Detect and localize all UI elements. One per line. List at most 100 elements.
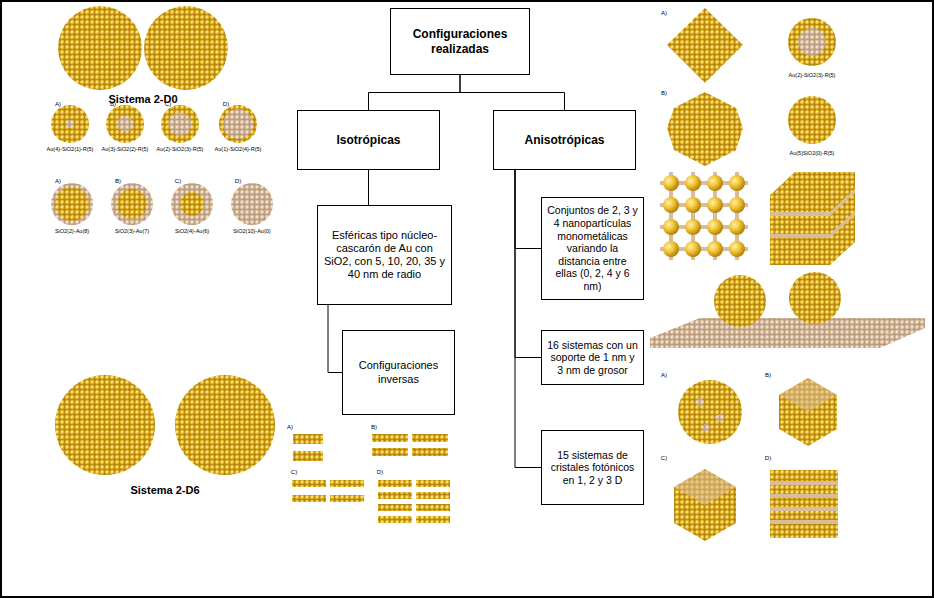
connector: [369, 75, 461, 110]
gold-cluster: [678, 380, 742, 444]
figure-label: D): [223, 101, 229, 108]
silica-core: [117, 116, 133, 132]
box-text: Anisotrópicas: [524, 133, 604, 147]
gold-rod: [372, 448, 408, 456]
figure-label: Au(1)-SiO2(4)-R(5): [215, 146, 262, 152]
support-front: [650, 338, 880, 348]
process-box: 15 sistemas de cristales fotónicos en 1,…: [541, 430, 644, 505]
silica-core: [169, 113, 192, 136]
supported-particles: [650, 272, 925, 348]
figure-label: SiO2(10)-Au(0): [233, 228, 270, 234]
figure-label: Au(2)-SiO2(3)-R(5): [157, 146, 204, 152]
gold-shell: [161, 105, 199, 143]
gold-cube: [674, 469, 736, 541]
connector: [328, 305, 342, 373]
support-side: [880, 318, 925, 348]
gold-rod: [378, 516, 412, 523]
silica-layer: [770, 507, 838, 511]
gold-rod: [416, 492, 450, 499]
box-text: 15 sistemas de cristales fotónicos en 1,…: [547, 449, 638, 487]
figure-label: C): [291, 469, 297, 476]
figure-label: Au(3)-SiO2(2)-R(5): [102, 146, 149, 152]
gold-shell: [219, 105, 257, 143]
silica-layer: [770, 481, 838, 485]
silica-dot: [716, 414, 724, 422]
gold-shell: [106, 105, 144, 143]
gold-rod: [292, 495, 326, 502]
silica-layer: [830, 211, 855, 238]
box-text: 16 sistemas con un soporte de 1 nm y 3 n…: [547, 339, 638, 377]
figure-label: B): [661, 90, 667, 97]
gold-rod: [412, 434, 448, 442]
box-text: Isotrópicas: [336, 133, 400, 147]
silica-core: [223, 109, 253, 139]
silica-layer: [770, 520, 838, 524]
silica-shell: [171, 183, 213, 225]
connector: [460, 75, 565, 110]
rod-arrangements: [292, 434, 450, 523]
gold-core: [55, 187, 89, 221]
box-text: Conjuntos de 2, 3 y 4 nanopartículas mon…: [547, 204, 638, 292]
silica-face: [674, 469, 736, 505]
gold-sphere: [58, 6, 142, 90]
box-text: Configuraciones inversas: [348, 359, 449, 385]
figure-label: A): [55, 178, 61, 185]
gold-rod: [330, 495, 364, 502]
figure-label: C): [661, 455, 667, 462]
gold-sphere: [789, 272, 841, 324]
gold-sphere: [55, 375, 155, 475]
figure-label: C): [175, 178, 181, 185]
gold-sphere: [175, 375, 275, 475]
gold-cube: [779, 378, 837, 446]
silica-core: [798, 28, 826, 56]
silica-shell: [111, 183, 153, 225]
category-box: Isotrópicas: [297, 110, 440, 170]
silica-layer: [830, 189, 855, 216]
gold-rod: [416, 504, 450, 511]
figure-label: B): [765, 372, 771, 379]
connector: [368, 170, 369, 205]
silica-sphere: [231, 183, 273, 225]
gold-block: [770, 470, 838, 538]
gold-shell: [788, 18, 836, 66]
root-box: Configuraciones realizadas: [390, 8, 530, 75]
gold-rod: [292, 480, 326, 487]
crystal-grid: [660, 172, 748, 260]
figure-label: A): [55, 101, 61, 108]
figure-label: D): [235, 178, 241, 185]
gold-sphere: [144, 6, 228, 90]
category-box: Anisotrópicas: [493, 110, 636, 170]
figure-label: D): [765, 455, 771, 462]
nanoparticle-pair: [58, 6, 228, 90]
figure-label: Au(5)SiO2(0)-R(5): [790, 150, 835, 156]
gold-rod: [416, 516, 450, 523]
silica-shell: [51, 183, 93, 225]
figure-label: A): [661, 10, 667, 17]
gold-core: [180, 192, 204, 216]
gold-sphere: [788, 96, 836, 144]
silica-core: [66, 120, 74, 128]
gold-rod: [293, 434, 323, 444]
figure-label: C): [165, 101, 171, 108]
gold-rod: [330, 480, 364, 487]
nanoparticle-pair: [55, 375, 275, 475]
gold-rod: [293, 451, 323, 461]
connector: [515, 170, 541, 249]
connector: [515, 170, 541, 358]
silica-face: [779, 378, 837, 412]
connector: [515, 170, 541, 468]
silica-dot: [702, 424, 710, 432]
process-box: Conjuntos de 2, 3 y 4 nanopartículas mon…: [541, 197, 644, 300]
cube-side: [830, 172, 855, 265]
box-text: Configuraciones realizadas: [396, 27, 524, 56]
gold-shell: [51, 105, 89, 143]
silica-layer: [770, 212, 830, 216]
box-text: Esféricas tipo núcleo-cascarón de Au con…: [323, 229, 446, 282]
gold-sphere: [714, 275, 766, 327]
silica-layer: [770, 494, 838, 498]
figure-label: B): [110, 101, 116, 108]
crystal-shapes: [674, 378, 838, 541]
inverse-row: [51, 183, 273, 225]
figure-label: SiO2(3)-Au(7): [115, 228, 149, 234]
